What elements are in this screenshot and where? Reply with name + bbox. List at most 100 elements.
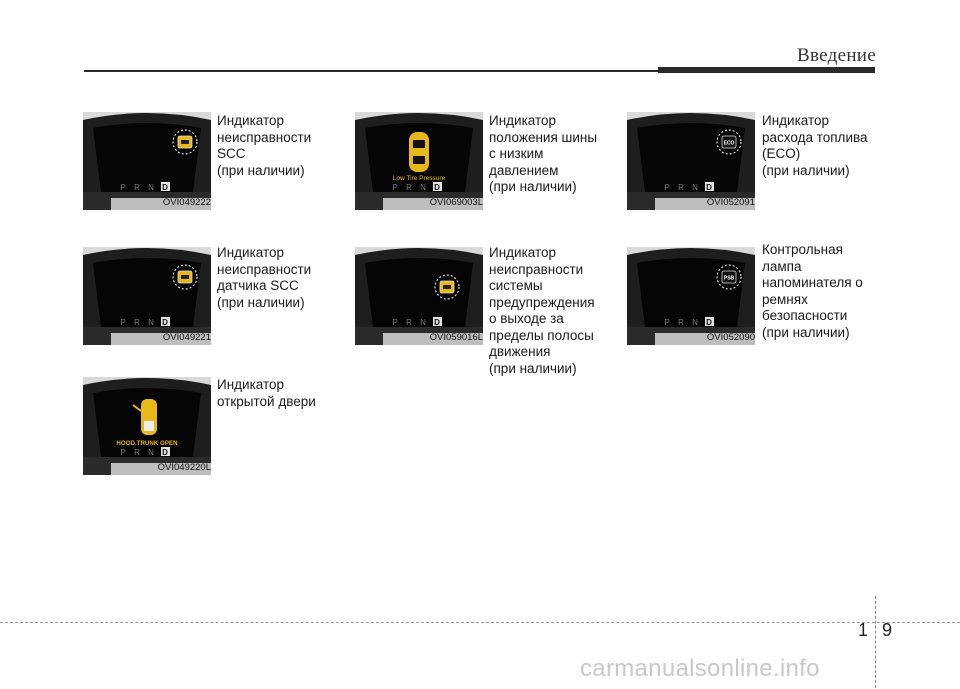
highlight-ring	[434, 274, 460, 300]
description-line: с низким	[489, 146, 544, 161]
description-line: расхода топлива	[762, 129, 868, 145]
image-code: OVI049221	[162, 332, 211, 343]
warning-lamp-icon	[721, 270, 737, 284]
gear-d-label: D	[706, 318, 712, 327]
description-line: (ECO)	[762, 146, 801, 161]
description-line: о выходе за	[489, 311, 564, 326]
description-line: (при наличии)	[489, 360, 577, 376]
highlight-ring	[172, 129, 198, 155]
gear-p-label: P	[392, 318, 397, 327]
gear-r-label: R	[406, 318, 412, 327]
car-top-view-icon	[409, 132, 429, 172]
description-line: (при наличии)	[217, 162, 305, 178]
description-line: (при наличии)	[762, 324, 850, 340]
description-line: Индикатор	[489, 245, 557, 260]
cluster-screen	[93, 258, 201, 327]
gear-d-label: D	[162, 183, 168, 192]
gear-d-box	[705, 317, 714, 326]
header-rule-accent	[658, 67, 875, 73]
description-line: Контрольная	[762, 242, 843, 257]
page-number: 9	[882, 620, 893, 640]
image-code: OVI049220L	[157, 462, 211, 473]
gear-d-box	[433, 182, 442, 191]
gear-r-label: R	[134, 318, 140, 327]
highlight-ring	[716, 129, 742, 155]
highlight-ring	[172, 264, 198, 290]
description-line: системы	[489, 278, 543, 293]
description-line: датчика SCC	[217, 278, 299, 293]
description-line: неисправности	[489, 261, 584, 277]
description-line: безопасности	[762, 308, 848, 323]
cluster-screen	[637, 123, 745, 192]
gear-n-label: N	[148, 183, 154, 192]
gear-p-label: P	[664, 318, 669, 327]
description-line: Индикатор	[762, 113, 830, 128]
description-line: Индикатор	[217, 245, 285, 260]
page-chapter: 1	[858, 620, 869, 640]
cluster-screen	[365, 258, 473, 327]
lamp-label: ECO	[724, 141, 735, 147]
description-line: лампа	[762, 258, 802, 274]
gear-d-label: D	[706, 183, 712, 192]
description-line: (при наличии)	[489, 179, 577, 194]
cluster-screen	[93, 123, 201, 192]
description-line: напоминателя о	[762, 275, 863, 290]
gear-d-box	[161, 447, 170, 456]
description-line: неисправности	[217, 261, 312, 277]
description-line: неисправности	[217, 129, 312, 145]
description-line: (при наличии)	[762, 162, 850, 178]
gear-n-label: N	[148, 448, 154, 457]
highlight-ring	[716, 264, 742, 290]
gear-p-label: P	[120, 318, 125, 327]
gear-d-box	[161, 317, 170, 326]
image-code: OVI059016L	[429, 332, 483, 343]
gear-r-label: R	[134, 183, 140, 192]
gear-r-label: R	[678, 318, 684, 327]
description-line: пределы полосы	[489, 327, 594, 343]
gear-n-label: N	[148, 318, 154, 327]
gear-n-label: N	[420, 318, 426, 327]
watermark: carmanualsonline.info	[580, 655, 820, 682]
cluster-screen	[637, 258, 745, 327]
hood-trunk-open-text: HOOD.TRUNK OPEN	[116, 440, 178, 447]
gear-d-label: D	[162, 448, 168, 457]
gear-p-label: P	[392, 183, 397, 192]
gear-d-label: D	[434, 183, 440, 192]
gear-d-label: D	[434, 318, 440, 327]
description-line: Индикатор	[217, 113, 285, 128]
header-rule	[84, 70, 874, 72]
low-tire-pressure-text: Low Tire Pressure	[393, 175, 446, 182]
description-line: движения	[489, 344, 551, 359]
gear-d-label: D	[162, 318, 168, 327]
description-line: предупреждения	[489, 294, 595, 310]
gear-n-label: N	[692, 183, 698, 192]
gear-n-label: N	[692, 318, 698, 327]
image-code: OVI049222	[162, 197, 211, 208]
gear-r-label: R	[134, 448, 140, 457]
footer-separator	[875, 596, 876, 688]
description-line: (при наличии)	[217, 294, 305, 310]
gear-d-box	[705, 182, 714, 191]
description-line: Индикатор	[217, 377, 285, 392]
description-line: положения шины	[489, 129, 598, 145]
warning-lamp-icon	[721, 135, 737, 149]
